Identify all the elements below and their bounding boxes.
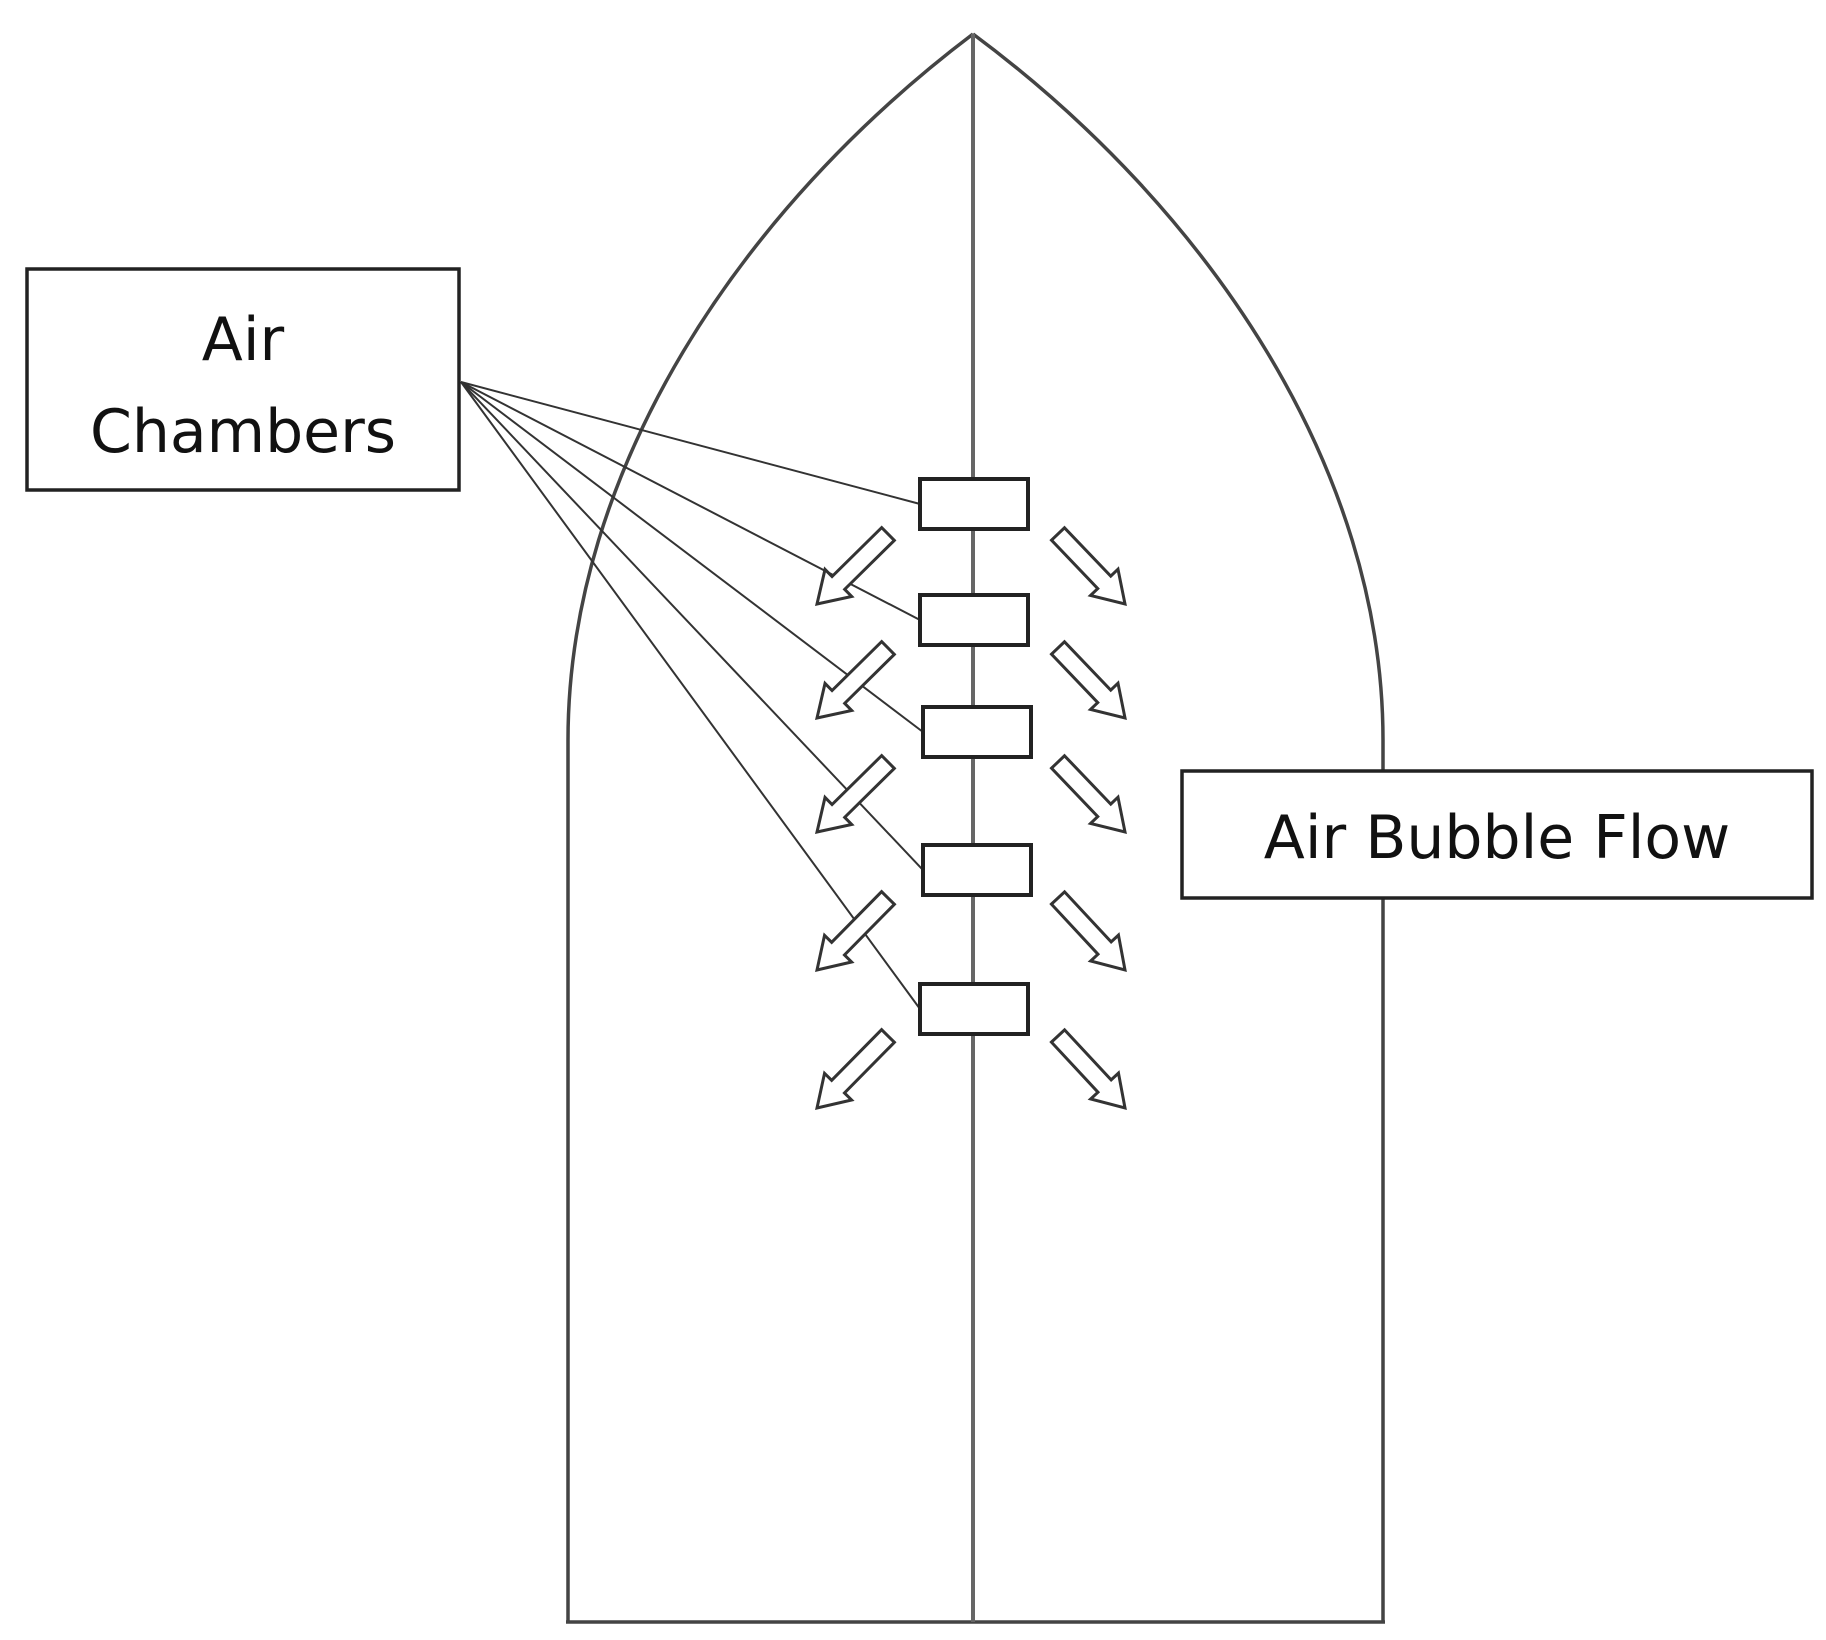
air-chamber <box>918 593 1030 647</box>
air-chamber <box>921 843 1033 897</box>
air-chambers-label: Air Chambers <box>25 267 461 492</box>
bubble-arrow-port <box>815 639 897 720</box>
air-bubble-arrows <box>815 525 1127 1111</box>
leader-line <box>460 381 921 1010</box>
bubble-arrow-port <box>815 525 897 606</box>
bubble-arrow-port <box>815 753 897 834</box>
air-chambers-label-box <box>25 267 461 492</box>
hull-starboard-side <box>971 32 1385 1622</box>
air-bubble-flow-label-box <box>1180 769 1814 900</box>
air-bubble-flow-label-text: Air Bubble Flow <box>1264 803 1730 873</box>
air-chamber <box>918 477 1030 531</box>
bubble-arrow-port <box>815 889 897 972</box>
bubble-arrow-port <box>815 1027 897 1110</box>
bubble-arrow-starboard <box>1049 753 1127 835</box>
bubble-arrow-starboard <box>1049 889 1127 973</box>
air-chamber <box>921 705 1033 759</box>
air-chambers <box>918 477 1033 1036</box>
hull <box>566 32 1385 1624</box>
air-chambers-label-line1: Air <box>202 305 285 375</box>
bubble-arrow-starboard <box>1049 525 1127 607</box>
hull-port-side <box>566 32 975 1622</box>
bubble-arrow-starboard <box>1049 1027 1127 1111</box>
air-chamber <box>918 982 1030 1036</box>
leader-line <box>460 381 924 733</box>
bubble-arrow-starboard <box>1049 639 1127 721</box>
air-chambers-label-line2: Chambers <box>90 397 396 467</box>
leader-line <box>460 381 921 505</box>
air-bubble-flow-label: Air Bubble Flow <box>1180 769 1814 900</box>
